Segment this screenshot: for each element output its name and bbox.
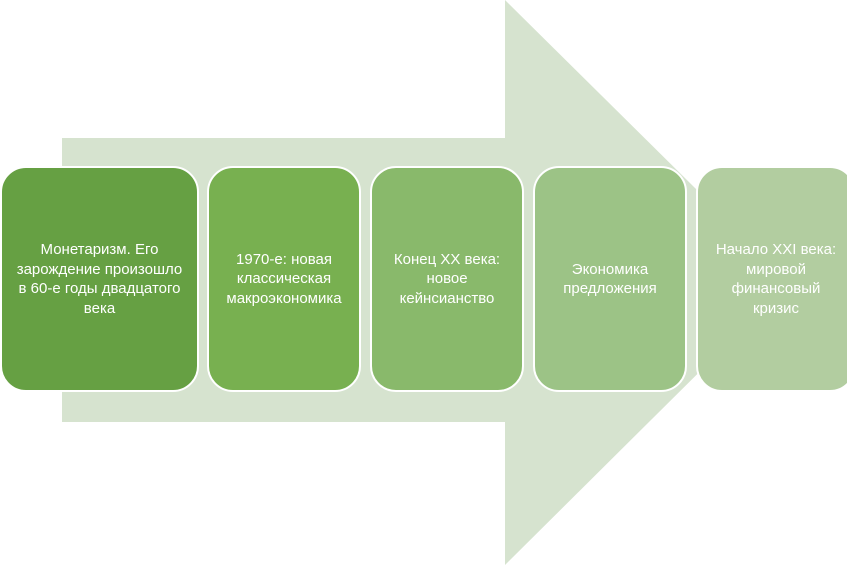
stage-box-new-classical: 1970-е: новая классическая макроэкономик… — [207, 166, 361, 392]
stage-box-new-keynesianism: Конец XX века: новое кейнсианство — [370, 166, 524, 392]
stage-box-supply-side: Экономика предложения — [533, 166, 687, 392]
stage-box-monetarism: Монетаризм. Его зарождение произошло в 6… — [0, 166, 199, 392]
stage-label: Начало XXI века: мировой финансовый криз… — [715, 241, 837, 317]
stage-box-financial-crisis: Начало XXI века: мировой финансовый криз… — [696, 166, 847, 392]
stage-label: Конец XX века: новое кейнсианство — [393, 250, 501, 307]
stage-label: Монетаризм. Его зарождение произошло в 6… — [16, 241, 183, 317]
stage-label: Экономика предложения — [563, 260, 657, 298]
stage-label: 1970-е: новая классическая макроэкономик… — [226, 250, 342, 307]
